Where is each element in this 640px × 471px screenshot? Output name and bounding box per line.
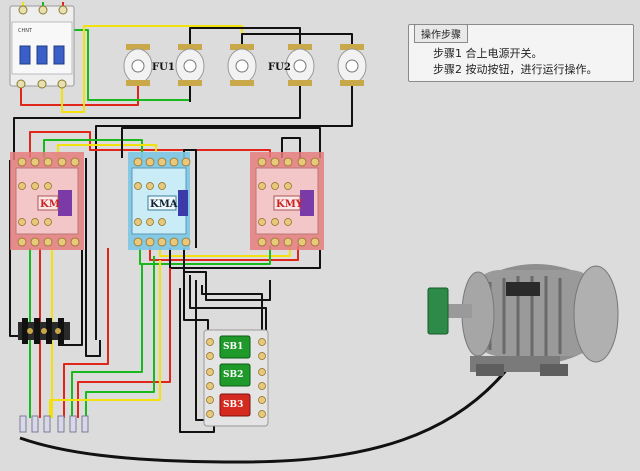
svg-text:CHNT: CHNT	[18, 28, 33, 34]
fuse-row: FU1 FU2	[123, 44, 367, 86]
instruction-panel: 操作步骤 步骤1 合上电源开关。 步骤2 按动按钮，进行运行操作。	[408, 24, 634, 82]
motor[interactable]	[427, 264, 619, 376]
wire-green-kma	[139, 246, 271, 265]
circuit-breaker[interactable]: CHNT	[9, 5, 75, 89]
panel-title: 操作步骤	[414, 24, 468, 43]
fu2-label: FU2	[268, 62, 291, 73]
wire-black-fu-bot-3	[95, 82, 353, 340]
wire-red-kma	[149, 246, 299, 261]
step-2: 步骤2 按动按钮，进行运行操作。	[433, 61, 598, 77]
motor-cable	[19, 351, 522, 464]
wire-red-long-1	[63, 248, 109, 418]
step-2-text: 按动按钮，进行运行操作。	[465, 63, 598, 76]
wire-green-long-2	[85, 256, 155, 418]
wire-black-bus-1	[121, 127, 321, 158]
step-1-text: 合上电源开关。	[465, 47, 543, 60]
kma-label: KMA	[150, 199, 178, 210]
wire-black-bus-3	[281, 137, 301, 158]
km-label: KM	[40, 199, 60, 210]
sb2-button[interactable]: SB2	[219, 363, 251, 387]
step-2-label: 步骤2	[433, 63, 462, 76]
fuse-1[interactable]	[123, 44, 153, 86]
fuse-3[interactable]	[227, 44, 257, 86]
sb2-label: SB2	[223, 370, 243, 380]
motor-terminal-block	[19, 415, 89, 433]
wire-green-bus	[43, 139, 143, 158]
fu1-label: FU1	[152, 62, 175, 73]
wire-yellow-1	[61, 25, 243, 113]
sb1-label: SB1	[223, 342, 243, 352]
contactor-kma[interactable]: KMA	[128, 152, 191, 250]
step-1: 步骤1 合上电源开关。	[433, 45, 543, 61]
wire-yellow-bus	[57, 144, 157, 158]
sb1-button[interactable]: SB1	[219, 335, 251, 359]
kmy-label: KMY	[276, 199, 304, 210]
wire-yellow-long-1	[49, 260, 161, 418]
wire-green-long-1	[71, 264, 143, 418]
sb3-label: SB3	[223, 400, 243, 410]
motor-pulley	[427, 287, 449, 335]
wire-yellow-kma	[159, 246, 291, 257]
wire-black-kma-2	[183, 248, 271, 301]
wires	[9, 2, 522, 464]
wire-black-fu-bot-2	[13, 82, 301, 160]
wire-black-ctrl-2	[189, 275, 267, 340]
thermal-overload-relay[interactable]	[18, 318, 70, 344]
wire-red-long-2	[77, 268, 171, 418]
wire-black-left-2	[85, 158, 101, 357]
wire-black-fu-top-1	[189, 27, 301, 46]
contactor-km[interactable]: KM	[10, 152, 84, 250]
button-box: SB1 SB2 SB3	[203, 329, 269, 427]
contactor-kmy[interactable]: KMY	[250, 152, 324, 250]
wire-black-ctrl-5	[201, 285, 263, 334]
wire-black-kma-1	[169, 248, 321, 269]
sb3-button[interactable]: SB3	[219, 393, 251, 417]
wire-black-down-1	[58, 250, 83, 346]
step-1-label: 步骤1	[433, 47, 462, 60]
fuse-4[interactable]	[285, 44, 315, 86]
wire-black-fu-top-2	[241, 33, 353, 46]
fuse-2[interactable]	[175, 44, 205, 86]
fuse-5[interactable]	[337, 44, 367, 86]
